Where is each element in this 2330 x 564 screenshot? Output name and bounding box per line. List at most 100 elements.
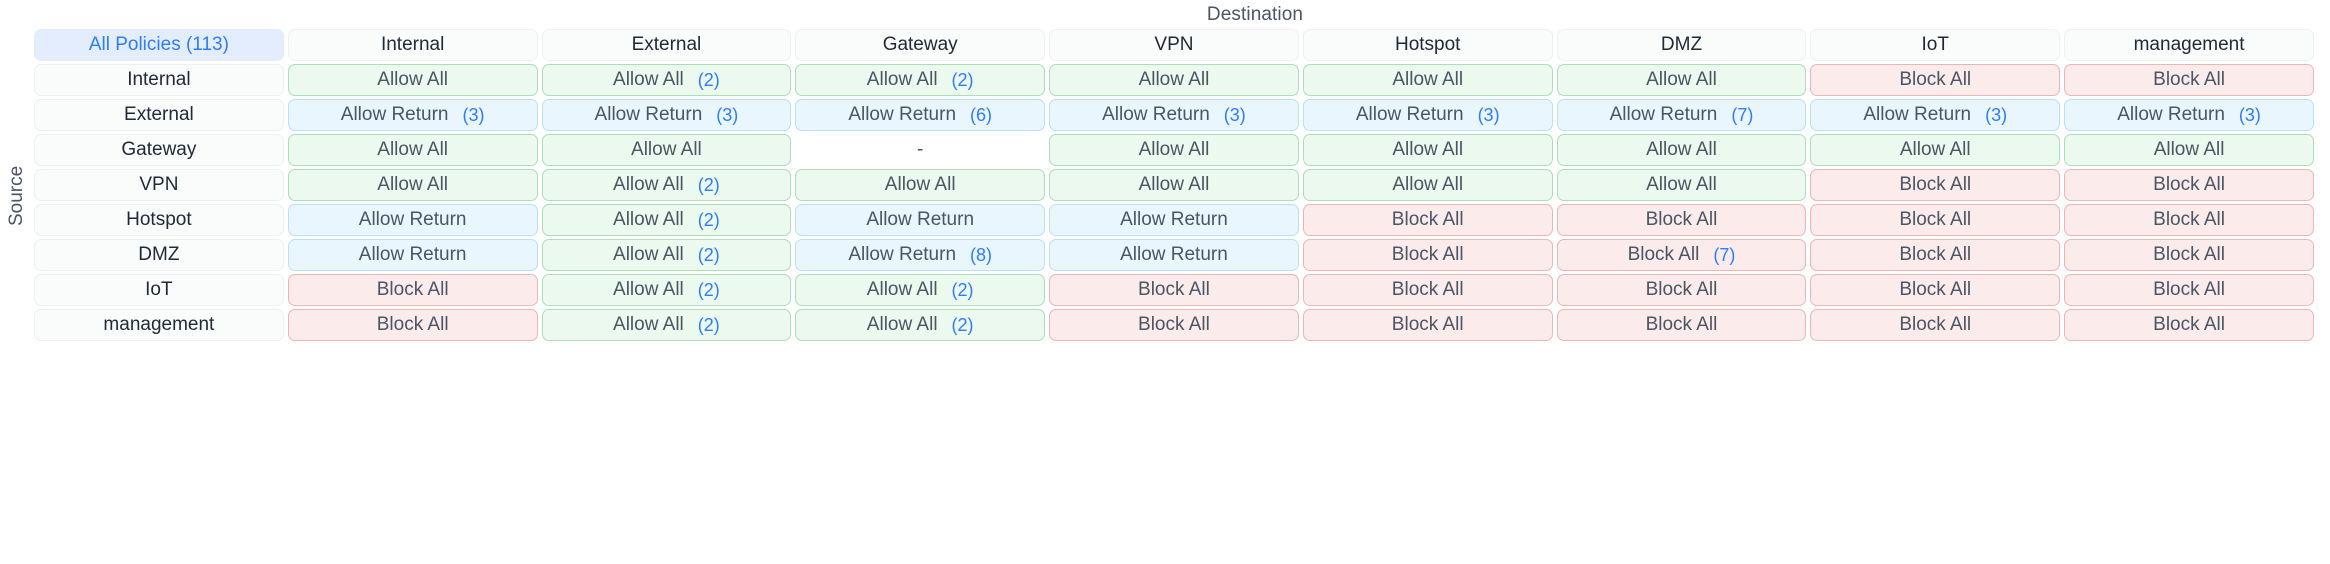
policy-cell[interactable]: Allow Return	[795, 204, 1046, 236]
policy-cell[interactable]: Allow All(2)	[795, 309, 1046, 341]
policy-cell[interactable]: Allow Return	[1049, 204, 1299, 236]
policy-cell[interactable]: Allow Return(3)	[287, 99, 538, 131]
policy-cell[interactable]: Allow All(2)	[541, 204, 792, 236]
row-header-hotspot[interactable]: Hotspot	[34, 204, 284, 236]
policy-cell[interactable]: Allow All	[2064, 134, 2314, 166]
policy-cell[interactable]: Allow Return(3)	[1049, 99, 1299, 131]
policy-cell[interactable]: Allow All	[1810, 134, 2061, 166]
policy-cell-label: Allow Return	[1355, 104, 1464, 125]
policy-cell[interactable]: Block All	[287, 309, 538, 341]
policy-cell-label: Block All	[1899, 69, 1972, 90]
policy-cell[interactable]: Allow All	[1302, 134, 1553, 166]
policy-cell[interactable]: Block All	[1810, 274, 2061, 306]
policy-cell[interactable]: Block All	[1810, 309, 2061, 341]
policy-cell[interactable]: Allow All (2)	[541, 64, 792, 96]
column-header-iot[interactable]: IoT	[1810, 29, 2061, 61]
policy-cell[interactable]: Allow Return(3)	[1302, 99, 1553, 131]
row-header-management[interactable]: management	[34, 309, 284, 341]
policy-cell[interactable]: Block All	[2064, 274, 2314, 306]
policy-cell[interactable]: Allow All(2)	[541, 274, 792, 306]
policy-cell[interactable]: Block All	[1302, 239, 1553, 271]
row-header-dmz[interactable]: DMZ	[34, 239, 284, 271]
policy-cell-count: (2)	[697, 69, 720, 90]
policy-cell[interactable]: Block All	[1810, 239, 2061, 271]
policy-cell[interactable]: Block All(7)	[1556, 239, 1807, 271]
policy-cell[interactable]: Allow All	[1302, 169, 1553, 201]
policy-cell-label: Allow All	[377, 174, 449, 195]
policy-cell-label: Allow Return	[1120, 209, 1228, 230]
policy-cell[interactable]: Block All	[2064, 204, 2314, 236]
policy-cell[interactable]: Allow Return	[287, 204, 538, 236]
policy-cell-label: Allow All	[866, 279, 938, 300]
policy-cell[interactable]: Allow Return(6)	[795, 99, 1046, 131]
policy-cell[interactable]: Allow All(2)	[541, 309, 792, 341]
policy-cell[interactable]: Allow Return	[287, 239, 538, 271]
column-header-internal[interactable]: Internal	[287, 29, 538, 61]
policy-cell[interactable]: Allow All	[287, 64, 538, 96]
policy-cell[interactable]: Block All	[1049, 274, 1299, 306]
policy-cell[interactable]: Block All	[2064, 169, 2314, 201]
policy-cell[interactable]: Block All	[2064, 239, 2314, 271]
policy-cell[interactable]: Allow All(2)	[795, 64, 1046, 96]
policy-cell[interactable]: Allow All	[1556, 169, 1807, 201]
policy-cell-label: Allow Return	[358, 244, 467, 265]
policy-cell[interactable]: Allow Return	[1049, 239, 1299, 271]
policy-cell[interactable]: Allow Return(3)	[1810, 99, 2061, 131]
policy-cell[interactable]: Allow Return(3)	[541, 99, 792, 131]
policy-cell[interactable]: Allow All(2)	[541, 169, 792, 201]
policy-cell[interactable]: Block All	[1810, 169, 2061, 201]
policy-cell[interactable]: Allow All	[287, 169, 538, 201]
policy-cell[interactable]: Block All	[1810, 64, 2061, 96]
column-header-vpn[interactable]: VPN	[1049, 29, 1299, 61]
row-header-gateway[interactable]: Gateway	[34, 134, 284, 166]
policy-cell-label: Block All	[1645, 209, 1718, 230]
policy-cell-label: Allow All	[613, 174, 684, 195]
policy-cell[interactable]: Block All	[1556, 274, 1807, 306]
policy-cell-label: Block All	[376, 279, 449, 300]
policy-cell[interactable]: Allow All	[541, 134, 792, 166]
row-header-vpn[interactable]: VPN	[34, 169, 284, 201]
row-header-iot[interactable]: IoT	[34, 274, 284, 306]
policy-cell[interactable]: Block All	[1556, 309, 1807, 341]
policy-cell[interactable]: Allow All	[1302, 64, 1553, 96]
policy-cell[interactable]: Allow Return(3)	[2064, 99, 2314, 131]
policy-cell[interactable]: Allow Return(8)	[795, 239, 1046, 271]
policy-cell[interactable]: Block All	[2064, 64, 2314, 96]
policy-cell-label: Allow All	[1138, 69, 1210, 90]
policy-cell[interactable]: Allow All	[287, 134, 538, 166]
column-header-management[interactable]: management	[2064, 29, 2314, 61]
policy-cell[interactable]: Block All	[1302, 309, 1553, 341]
policy-cell[interactable]: Block All	[1556, 204, 1807, 236]
policy-cell[interactable]: Block All	[287, 274, 538, 306]
policy-cell[interactable]: -	[795, 134, 1046, 166]
policy-cell[interactable]: Allow All	[1556, 134, 1807, 166]
policy-cell[interactable]: Allow All	[795, 169, 1046, 201]
column-header-gateway[interactable]: Gateway	[795, 29, 1046, 61]
policy-cell[interactable]: Allow All	[1049, 64, 1299, 96]
row-header-external[interactable]: External	[34, 99, 284, 131]
policy-cell-label: Allow All	[613, 69, 684, 90]
column-header-hotspot[interactable]: Hotspot	[1302, 29, 1553, 61]
policy-cell[interactable]: Block All	[1049, 309, 1299, 341]
policy-cell[interactable]: Allow All(2)	[795, 274, 1046, 306]
policy-cell[interactable]: Allow All(2)	[541, 239, 792, 271]
policy-cell[interactable]: Block All	[1302, 204, 1553, 236]
all-policies-button[interactable]: All Policies (113)	[34, 29, 284, 61]
column-header-dmz[interactable]: DMZ	[1556, 29, 1807, 61]
policy-cell[interactable]: Allow All	[1556, 64, 1807, 96]
policy-cell[interactable]: Block All	[2064, 309, 2314, 341]
policy-cell-count: (2)	[697, 209, 720, 230]
policy-cell[interactable]: Block All	[1810, 204, 2061, 236]
column-header-external[interactable]: External	[541, 29, 792, 61]
policy-cell[interactable]: Allow Return(7)	[1556, 99, 1807, 131]
policy-cell[interactable]: Allow All	[1049, 169, 1299, 201]
policy-cell-label: Block All	[1138, 314, 1210, 335]
row-header-internal[interactable]: Internal	[34, 64, 284, 96]
policy-cell-label: Block All	[1899, 244, 1972, 265]
policy-cell[interactable]: Block All	[1302, 274, 1553, 306]
policy-cell[interactable]: Allow All	[1049, 134, 1299, 166]
